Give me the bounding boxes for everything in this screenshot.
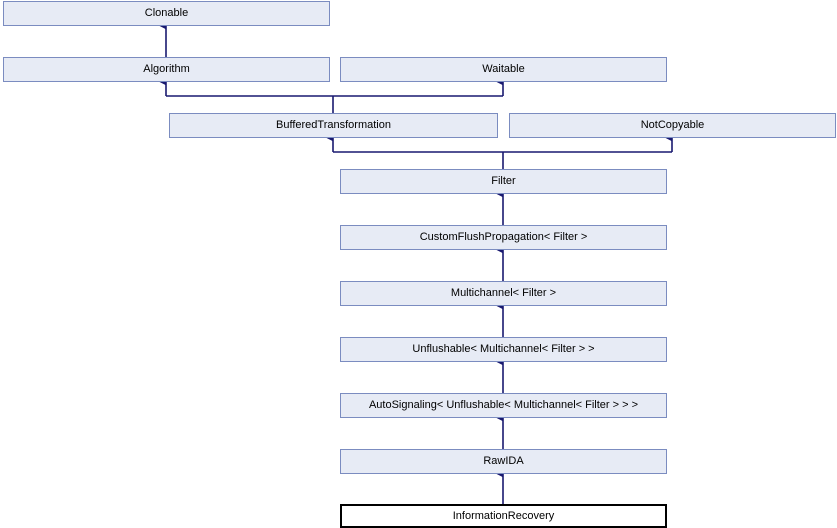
node-customflushpropagation-label: CustomFlushPropagation< Filter > — [419, 231, 588, 243]
node-rawida-label: RawIDA — [483, 455, 524, 467]
node-unflushable[interactable]: Unflushable< Multichannel< Filter > > — [340, 337, 667, 362]
node-waitable[interactable]: Waitable — [340, 57, 667, 82]
node-customflushpropagation[interactable]: CustomFlushPropagation< Filter > — [340, 225, 667, 250]
node-notcopyable-label: NotCopyable — [640, 119, 705, 131]
node-algorithm-label: Algorithm — [143, 63, 190, 75]
node-clonable[interactable]: Clonable — [3, 1, 330, 26]
edge-junction-buffered — [166, 95, 503, 113]
node-autosignaling[interactable]: AutoSignaling< Unflushable< Multichannel… — [340, 393, 667, 418]
node-clonable-label: Clonable — [144, 7, 189, 19]
node-filter[interactable]: Filter — [340, 169, 667, 194]
node-bufferedtransformation-label: BufferedTransformation — [276, 119, 391, 131]
node-bufferedtransformation[interactable]: BufferedTransformation — [169, 113, 498, 138]
node-waitable-label: Waitable — [482, 63, 525, 75]
node-notcopyable[interactable]: NotCopyable — [509, 113, 836, 138]
node-multichannel-label: Multichannel< Filter > — [450, 287, 557, 299]
node-autosignaling-label: AutoSignaling< Unflushable< Multichannel… — [368, 399, 639, 411]
node-informationrecovery-label: InformationRecovery — [452, 509, 555, 522]
node-unflushable-label: Unflushable< Multichannel< Filter > > — [412, 343, 595, 355]
node-informationrecovery: InformationRecovery — [340, 504, 667, 528]
node-algorithm[interactable]: Algorithm — [3, 57, 330, 82]
node-multichannel[interactable]: Multichannel< Filter > — [340, 281, 667, 306]
node-filter-label: Filter — [491, 175, 516, 187]
node-rawida[interactable]: RawIDA — [340, 449, 667, 474]
edge-junction-filter — [333, 151, 672, 169]
